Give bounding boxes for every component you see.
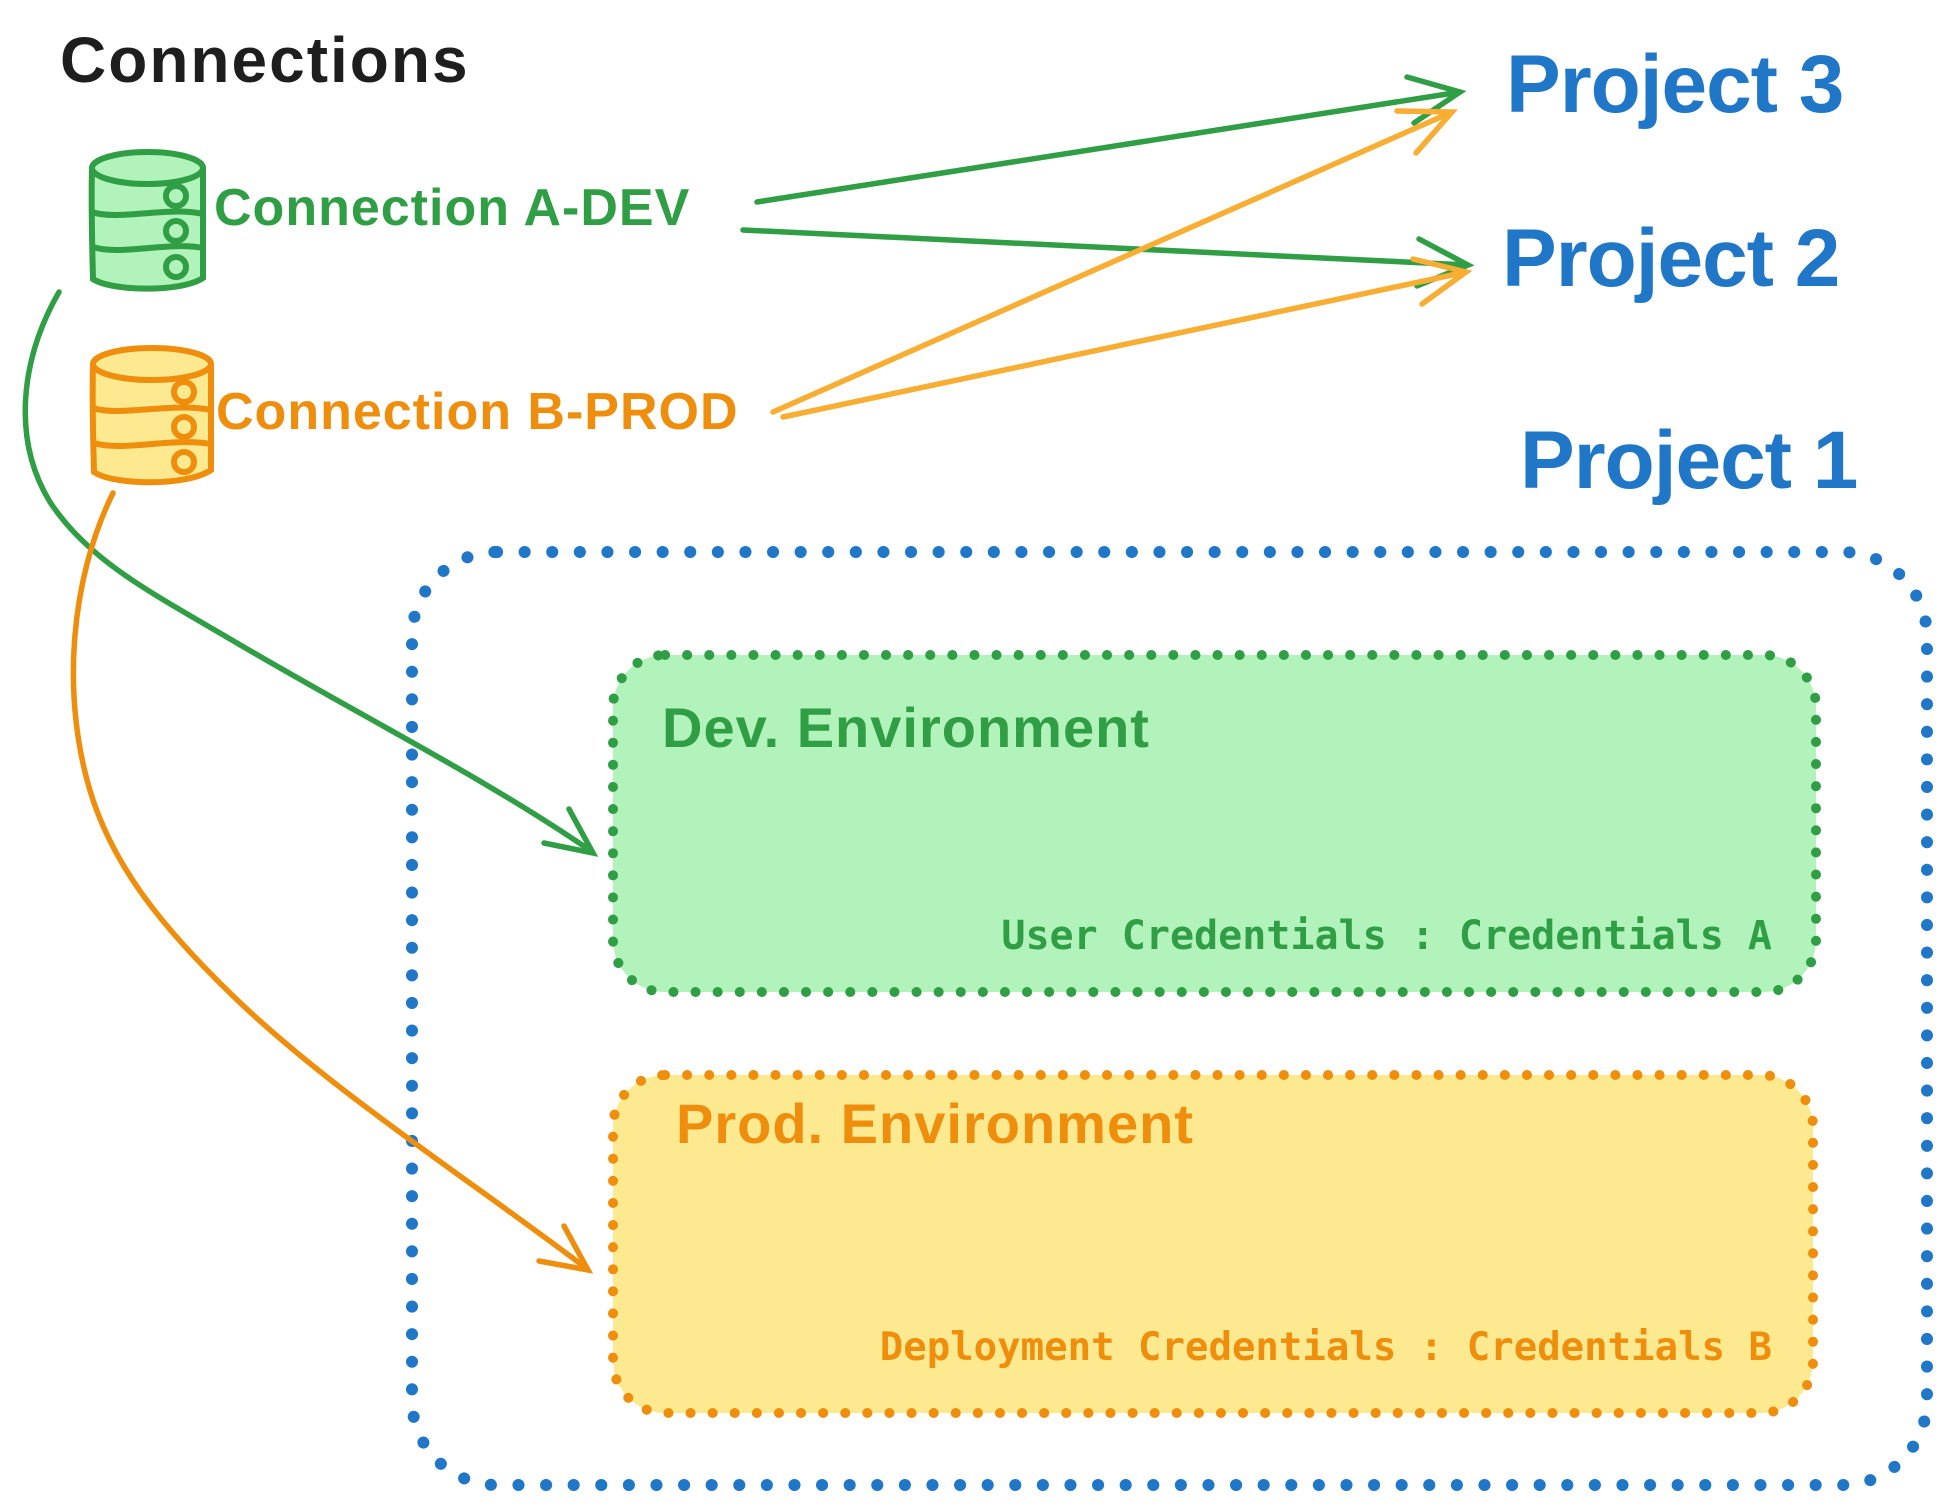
database-prod-light [171,414,197,440]
arrow-adev-dev-environment [22,289,599,857]
database-dev-light [163,218,189,244]
connection-a-dev-label: Connection A-DEV [214,179,691,237]
connection-b-prod-label: Connection B-PROD [216,383,739,441]
database-prod-separator [91,439,214,449]
dev-environment-credentials: User Credentials : Credentials A [1001,913,1772,959]
database-icon-prod [89,345,215,486]
dev-environment-box [608,650,1821,997]
project-1-label: Project 1 [1520,415,1858,506]
arrowhead [1394,108,1458,156]
arrow-bprod-prod-environment [70,490,594,1274]
arrow-bprod-project3 [770,108,1458,415]
arrowhead [541,806,599,857]
prod-environment-title: Prod. Environment [676,1092,1194,1155]
project-3-label: Project 3 [1506,39,1844,130]
prod-environment-credentials: Deployment Credentials : Credentials B [879,1325,1772,1370]
diagram-title: Connections [60,24,470,96]
arrow-adev-project3 [754,74,1467,205]
arrowhead [536,1223,594,1274]
arrow-bprod-project2 [780,256,1473,420]
database-prod-light [171,449,197,475]
database-dev-separator [90,243,206,253]
database-icon-dev [88,149,206,292]
dev-environment-title: Dev. Environment [662,696,1150,759]
database-dev-light [163,183,189,209]
database-dev-separator [89,208,206,218]
database-dev-light [163,254,189,280]
database-dev-top [89,149,206,187]
database-prod-light [171,379,197,405]
arrow-adev-project2 [740,227,1475,289]
arrowhead [1410,256,1473,307]
prod-environment-box [608,1070,1818,1418]
database-prod-top [90,345,214,383]
database-prod-separator [90,404,214,414]
project-2-label: Project 2 [1502,213,1840,304]
